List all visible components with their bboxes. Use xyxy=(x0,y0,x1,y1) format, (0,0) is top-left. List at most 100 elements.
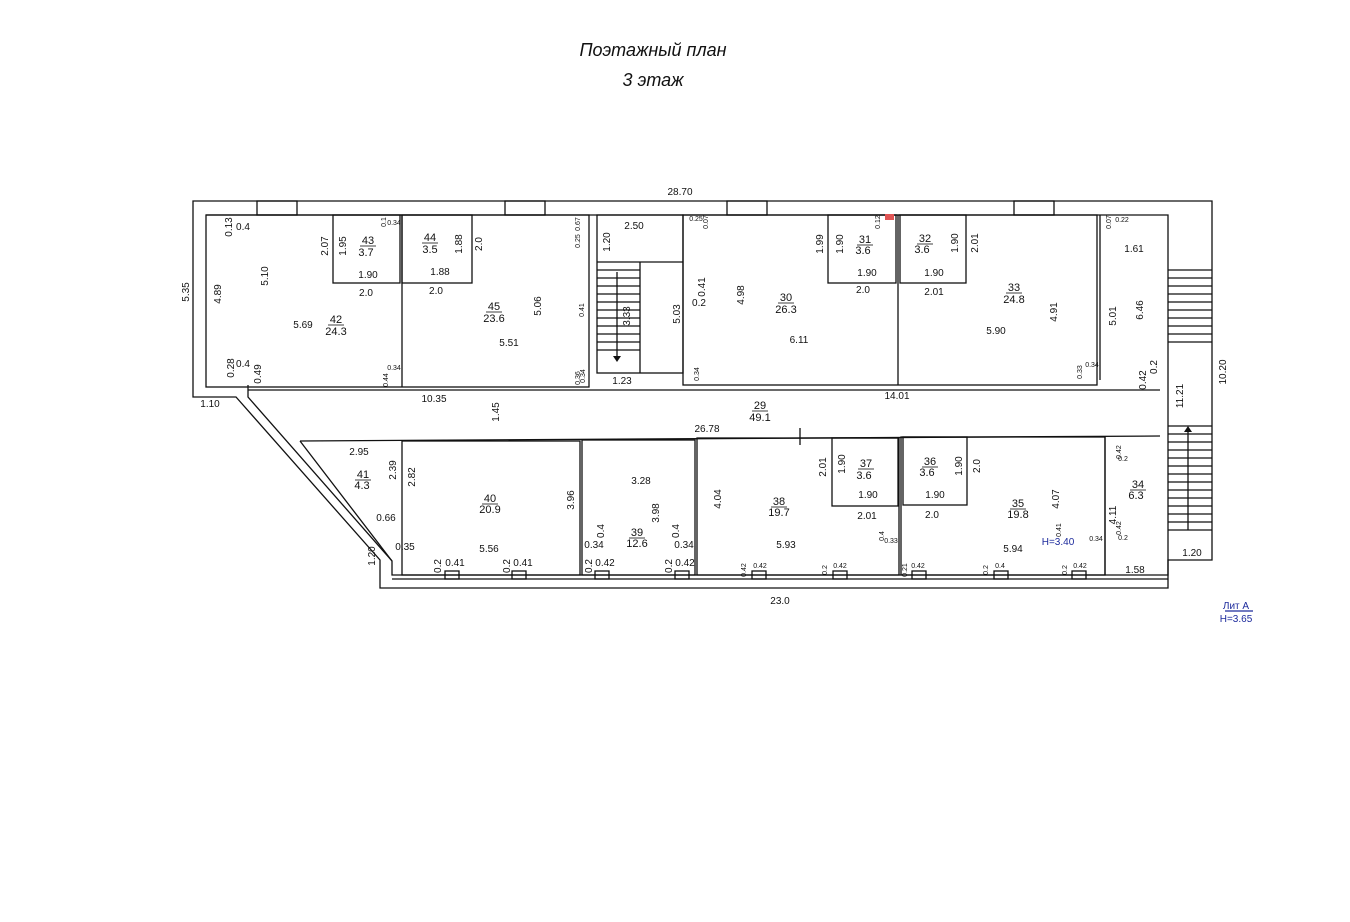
dim-right-total: 10.20 xyxy=(1218,359,1229,384)
dim-4-89: 4.89 xyxy=(213,284,224,304)
dim-corridor-length: 26.78 xyxy=(694,424,719,435)
mark: 0.2 xyxy=(1118,535,1128,542)
dim-1-90g: 1.90 xyxy=(954,456,965,476)
dim-0-4d: 0.4 xyxy=(671,524,682,538)
dim-6-11: 6.11 xyxy=(790,335,809,346)
dim-1-23: 1.23 xyxy=(612,376,632,387)
dim-0-41b: 0.41 xyxy=(445,558,465,569)
mark: 0.12 xyxy=(875,215,882,229)
stair-right-steps xyxy=(1168,269,1212,531)
dim-0-34a: 0.34 xyxy=(584,540,604,551)
mark: 0.4 xyxy=(995,563,1005,570)
dim-0-2a: 0.2 xyxy=(692,298,706,309)
window xyxy=(751,570,767,580)
dim-2-0a: 2.0 xyxy=(359,288,373,299)
lit-label: Лит А xyxy=(1223,601,1250,612)
dim-0-13: 0.13 xyxy=(224,217,235,237)
room-40-num: 40 xyxy=(484,493,496,505)
dim-2-01c: 2.01 xyxy=(818,457,829,477)
room-39-area: 12.6 xyxy=(626,538,647,550)
room-37-num: 37 xyxy=(860,458,872,470)
window xyxy=(674,570,690,580)
dim-2-0d: 2.0 xyxy=(856,285,870,296)
room-38-area: 19.7 xyxy=(768,507,789,519)
mark: 0.34 xyxy=(387,220,401,227)
mark: 0.42 xyxy=(741,563,748,577)
dim-5-06: 5.06 xyxy=(533,296,544,316)
dim-1-90d: 1.90 xyxy=(924,268,944,279)
stair-arrow-up-icon xyxy=(1184,426,1192,432)
dim-4-98: 4.98 xyxy=(736,285,747,305)
room-block-42-45 xyxy=(205,214,590,388)
mark: 0.2 xyxy=(1118,456,1128,463)
mark: 0.42 xyxy=(1116,521,1123,535)
dim-2-0b: 2.0 xyxy=(474,237,485,251)
dim-0-2c: 0.2 xyxy=(433,559,444,573)
dim-1-95: 1.95 xyxy=(338,236,349,256)
window xyxy=(256,200,298,216)
mark: 0.25 xyxy=(689,216,703,223)
dim-0-66: 0.66 xyxy=(376,513,396,524)
mark: 0.2 xyxy=(1062,565,1069,575)
dim-4-07: 4.07 xyxy=(1051,489,1062,509)
dim-2-95: 2.95 xyxy=(349,447,369,458)
dim-1-88b: 1.88 xyxy=(430,267,450,278)
dim-2-0e: 2.0 xyxy=(972,459,983,473)
dim-1-90i: 1.90 xyxy=(925,490,945,501)
outer-wall xyxy=(192,200,1213,589)
room-30-area: 26.3 xyxy=(775,304,796,316)
dim-6-46: 6.46 xyxy=(1135,300,1146,320)
dim-5-01: 5.01 xyxy=(1108,306,1119,326)
dim-0-42: 0.42 xyxy=(1138,370,1149,390)
inner-wall xyxy=(206,214,1169,576)
dim-0-49: 0.49 xyxy=(253,364,264,384)
dim-0-2f: 0.2 xyxy=(664,559,675,573)
dim-2-0f: 2.0 xyxy=(925,510,939,521)
dim-0-4c: 0.4 xyxy=(596,524,607,538)
dim-0-41c: 0.41 xyxy=(513,558,533,569)
dim-5-56: 5.56 xyxy=(479,544,499,555)
room-38-num: 38 xyxy=(773,496,785,508)
mark: 0.44 xyxy=(383,373,390,387)
dim-1-61: 1.61 xyxy=(1124,244,1144,255)
room-number-underlines xyxy=(355,242,1146,539)
dim-1-90c: 1.90 xyxy=(857,268,877,279)
mark: 0.34 xyxy=(1085,362,1099,369)
room-42-area: 24.3 xyxy=(325,326,346,338)
dim-0-4b: 0.4 xyxy=(236,359,250,370)
dim-1-90h: 1.90 xyxy=(858,490,878,501)
stair-top-steps xyxy=(597,261,683,373)
dim-5-90: 5.90 xyxy=(986,326,1006,337)
room-30-num: 30 xyxy=(780,292,792,304)
dim-5-03: 5.03 xyxy=(672,304,683,324)
room-34-num: 34 xyxy=(1132,479,1144,491)
dim-0-34b: 0.34 xyxy=(674,540,694,551)
dim-3-33: 3.33 xyxy=(622,306,633,326)
dim-stair-right-width: 1.20 xyxy=(1182,548,1202,559)
dim-bottom-total: 23.0 xyxy=(770,596,790,607)
mark: 0.2 xyxy=(822,565,829,575)
room-31-num: 31 xyxy=(859,234,871,246)
dim-1-20: 1.20 xyxy=(602,232,613,252)
window xyxy=(993,570,1009,580)
dim-1-90a: 1.90 xyxy=(358,270,378,281)
room-40-outline xyxy=(401,440,581,576)
room-36-outline xyxy=(902,436,968,506)
dim-0-2e: 0.2 xyxy=(584,559,595,573)
mark: 0.07 xyxy=(1106,215,1113,229)
mark: 0.36 xyxy=(575,371,582,385)
mark: 0.42 xyxy=(1073,563,1087,570)
dim-1-90b: 1.90 xyxy=(835,234,846,254)
mark: 0.33 xyxy=(1077,365,1084,379)
dim-4-11: 4.11 xyxy=(1108,505,1119,524)
mark: 0.25 xyxy=(575,234,582,248)
room-45-area: 23.6 xyxy=(483,313,504,325)
window xyxy=(726,200,768,216)
dim-1-90f: 1.90 xyxy=(837,454,848,474)
dim-0-2d: 0.2 xyxy=(502,559,513,573)
dim-2-07: 2.07 xyxy=(320,236,331,256)
dim-5-69: 5.69 xyxy=(293,320,313,331)
mark: 0.34 xyxy=(1089,536,1103,543)
dim-2-50: 2.50 xyxy=(624,221,644,232)
